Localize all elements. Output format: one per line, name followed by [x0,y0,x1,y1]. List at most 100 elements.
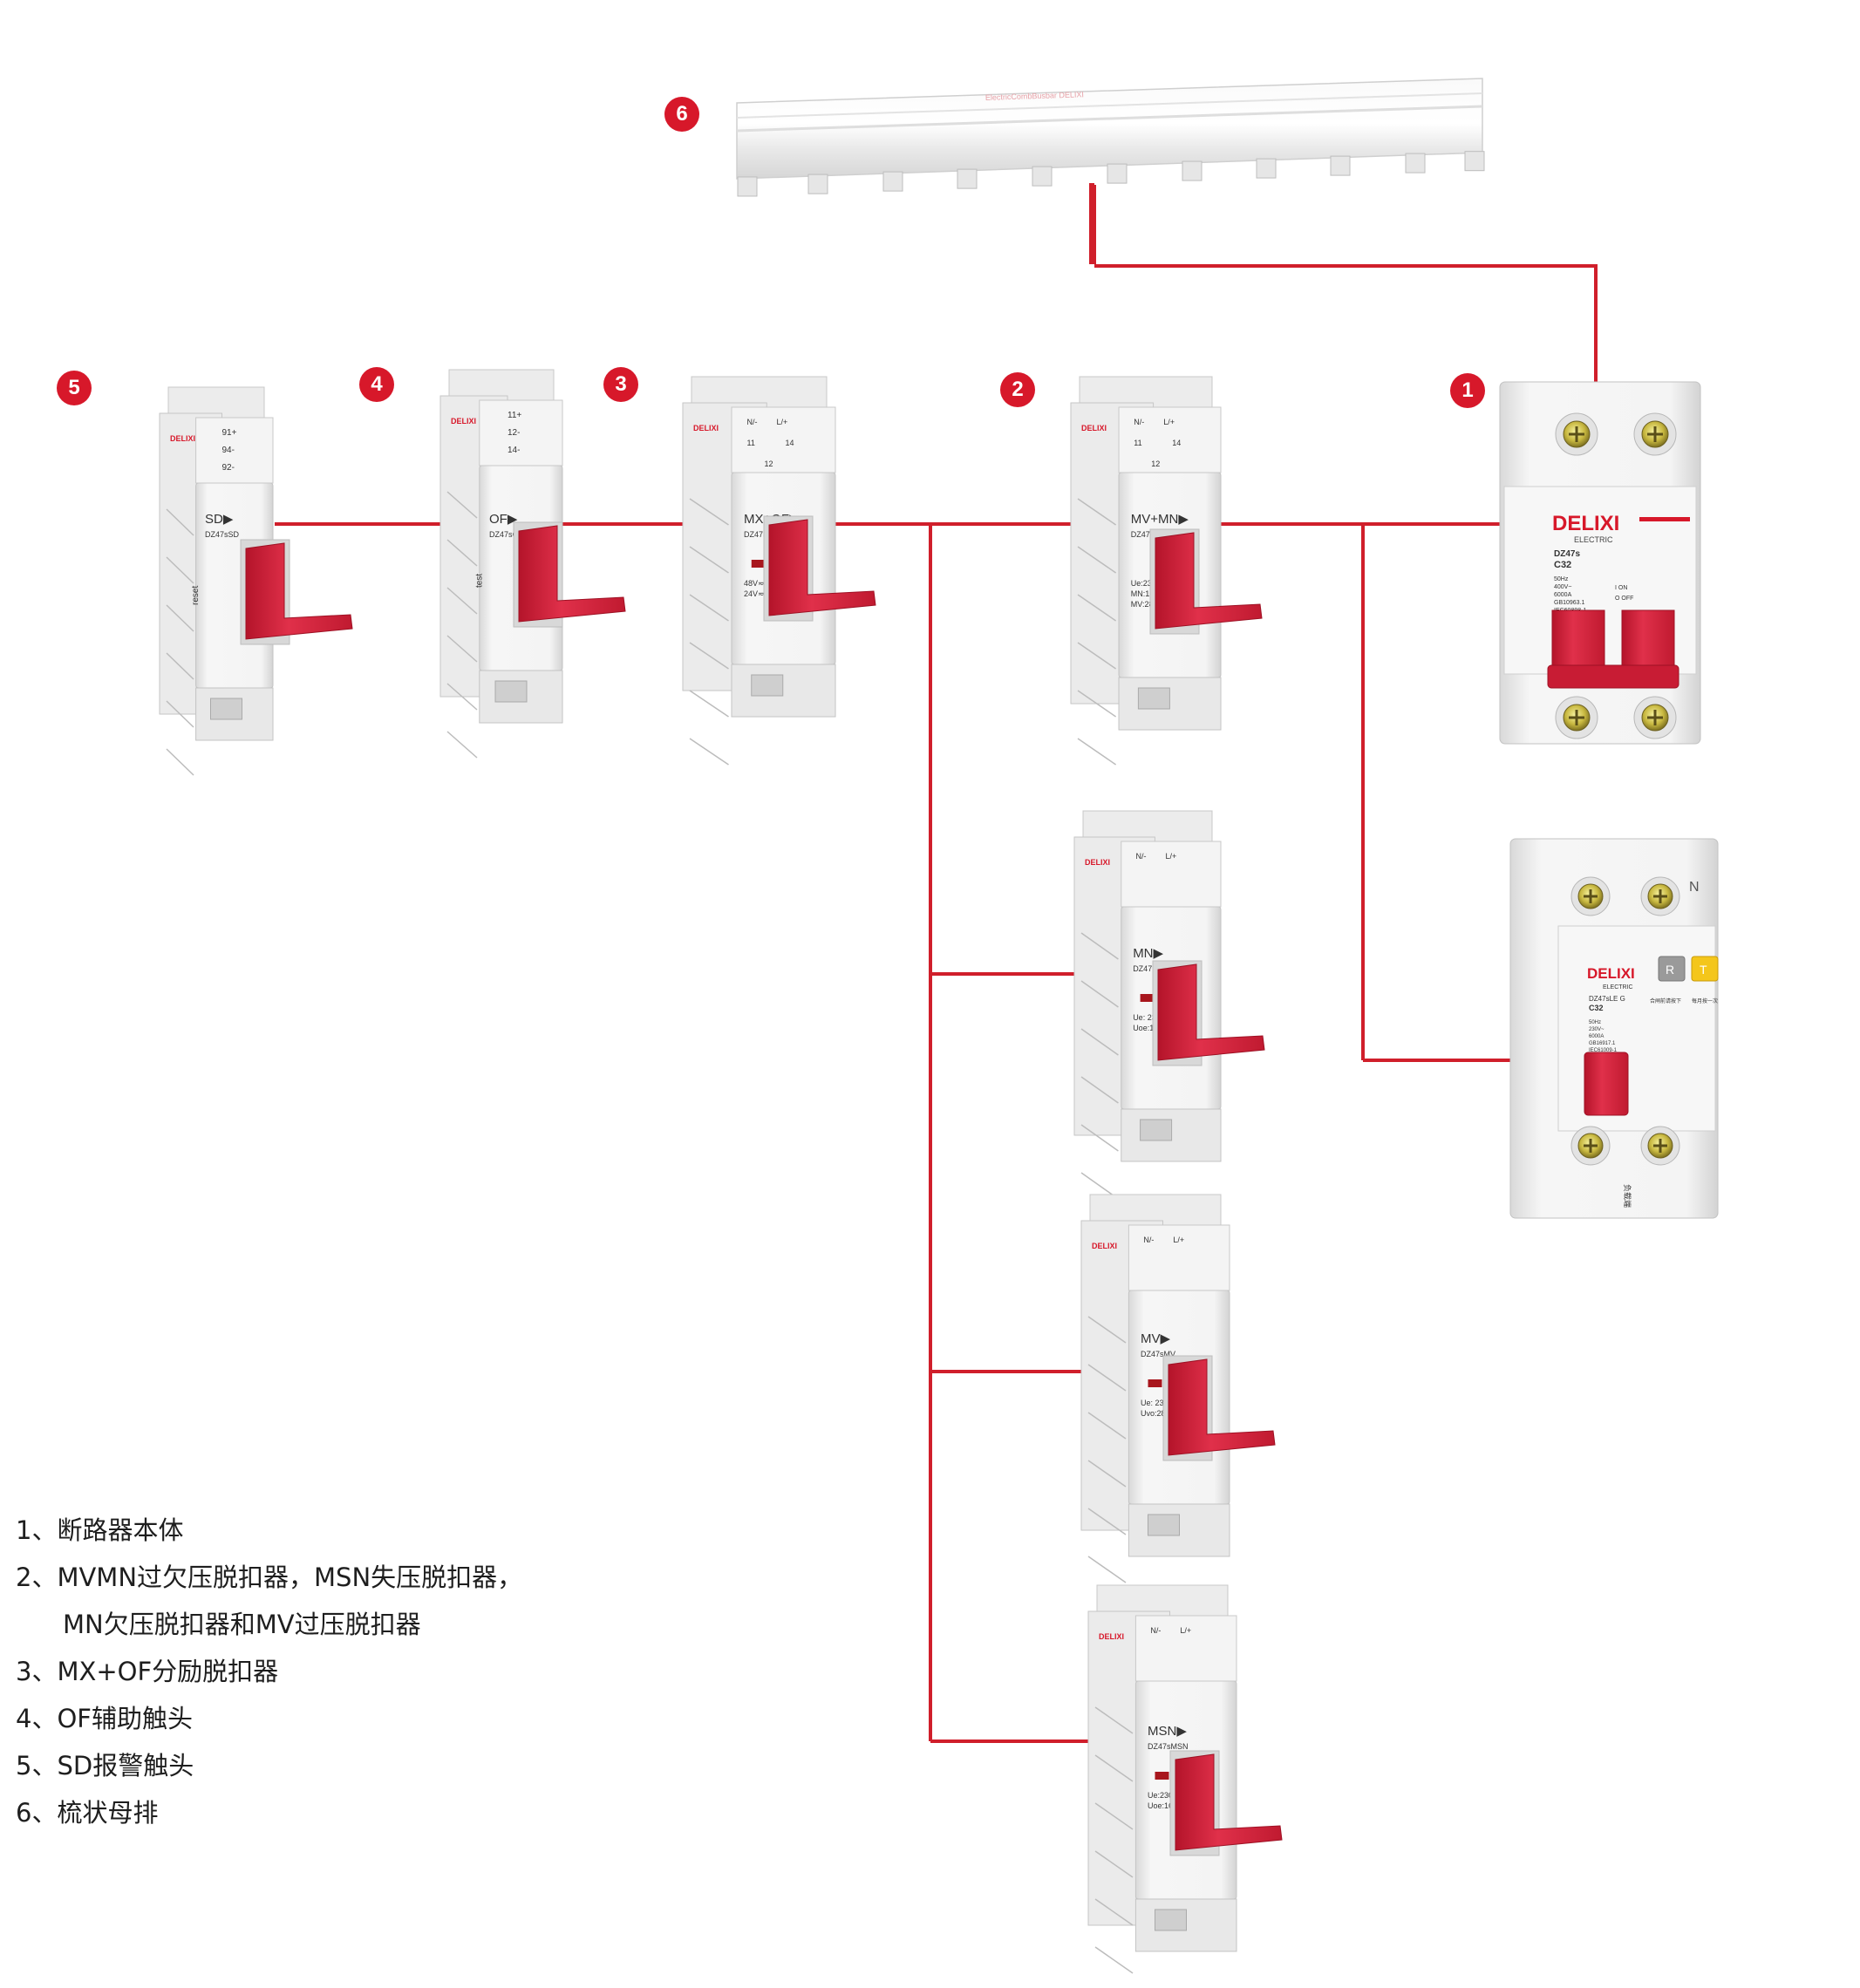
mn-brand: DELIXI [1085,858,1110,867]
mxof-mold-line [689,642,729,670]
mxof-terminal-0: N/- [747,418,758,426]
mvmn-terminal-area [1118,406,1222,473]
msn-model: DZ47sMSN [1148,1742,1189,1751]
sd-mold-line [166,748,194,776]
mvmn-label: MV+MN▶ [1131,512,1189,527]
mcb-screw-cross [1647,710,1663,725]
mn-mold-line [1080,1124,1119,1152]
mvmn-mold-line [1077,498,1117,526]
msn-brand: DELIXI [1099,1632,1124,1641]
of-label: OF▶ [489,512,518,527]
mv-spec1: Ue: 230V [1141,1399,1174,1407]
mxof-terminal-area [731,406,836,473]
device-mvmn: DELIXIMV+MN▶DZ47sMVMNN/-L/+111412Ue:230V… [1070,376,1263,766]
legend-item-2: 2、MVMN过欠压脱扣器，MSN失压脱扣器， [16,1562,523,1592]
sd-mold-line [166,604,194,632]
busbar-tooth-2 [807,174,828,194]
of-mold-line [446,731,478,759]
sd-red-handle [245,542,353,640]
mvmn-terminal-1: L/+ [1163,418,1175,426]
rcbo-screw-cross [1584,889,1598,903]
badge-5: 5 [57,371,92,405]
mcb-handle-bar [1547,664,1679,689]
mn-red-handle [1157,963,1265,1061]
of-mold-line [446,491,478,519]
msn-mold-line [1094,1850,1134,1878]
mvmn-terminal-0: N/- [1134,418,1144,426]
mn-indicator-led [1140,994,1155,1002]
mv-terminal-1: L/+ [1173,1236,1184,1244]
of-bottom-screw [494,680,528,703]
busbar-tooth-5 [1032,166,1053,187]
sd-mold-line [166,556,194,584]
mvmn-red-handle [1155,532,1263,630]
rcbo-test-button [1691,956,1719,982]
msn-spec1: Ue:230V [1148,1791,1178,1800]
connection-lines [275,183,1598,1743]
msn-terminal-0: N/- [1150,1626,1161,1635]
rcbo-screw-cross [1653,889,1667,903]
mxof-red-handle [768,519,876,616]
rcbo-screw-cross [1584,1139,1598,1153]
mn-mold-line [1080,932,1119,960]
sd-label: SD▶ [205,512,234,527]
mxof-mold-line [689,498,729,526]
rcbo-spec-1: 230V~ [1589,1027,1605,1032]
busbar-tooth-1 [737,176,758,197]
mxof-model: DZ47sMO [744,530,780,539]
sd-brand: DELIXI [170,434,195,443]
rcbo-sub: ELECTRIC [1603,984,1633,991]
mcb-rating: C32 [1554,560,1571,570]
sd-contact-1: 94- [222,446,235,455]
sd-bottom-terminal [195,687,274,741]
busbar-tooth-11 [1464,151,1485,172]
mcb-screw-cross [1569,710,1584,725]
mvmn-mold-line [1077,546,1117,574]
mxof-mold-line [689,546,729,574]
sd-model: DZ47sSD [205,530,240,539]
mxof-terminal-4: 12 [765,460,773,468]
mv-mold-line [1087,1412,1127,1440]
sd-mold-line [166,652,194,680]
rcbo-t-label: T [1700,963,1707,977]
busbar-tooth-7 [1182,160,1203,181]
rcbo-spec-3: GB16917.1 [1589,1041,1616,1046]
line-busbar-horizontal [1094,264,1598,382]
of-mold-line [446,683,478,711]
mcb-model: DZ47s [1554,549,1580,559]
mxof-terminal-2: 11 [747,439,755,447]
of-mold-line [446,587,478,615]
sd-contact-0: 91+ [222,428,237,438]
devices: DELIXISD▶DZ47sSD91+94-92-resetDELIXIOF▶D… [159,369,1719,1974]
mcb-spec-3: GB10963.1 [1554,600,1585,606]
busbar-tooth-4 [957,168,978,189]
mv-brand: DELIXI [1092,1242,1117,1250]
rcbo-spec-0: 50Hz [1589,1020,1601,1025]
rcbo-note2: 每月按一次 [1692,997,1718,1004]
msn-terminal-area [1134,1615,1237,1682]
rcbo-reset-button [1658,956,1686,982]
of-contact-0: 11+ [508,411,521,420]
legend: 1、断路器本体 2、MVMN过欠压脱扣器，MSN失压脱扣器， MN欠压脱扣器和M… [16,1507,522,1836]
mxof-terminal-3: 14 [786,439,794,447]
of-red-handle [518,525,626,623]
mv-model: DZ47sMV [1141,1350,1175,1358]
mn-mold-line [1080,980,1119,1008]
mv-bottom-screw [1148,1514,1180,1536]
mcb-off-label: O OFF [1615,596,1633,602]
msn-mold-line [1094,1946,1134,1974]
msn-red-handle [1175,1753,1283,1851]
of-brand: DELIXI [451,417,476,426]
mv-indicator-led [1148,1379,1162,1387]
legend-item-1: 1、断路器本体 [16,1515,184,1545]
mcb-spec-0: 50Hz [1554,576,1569,582]
mn-mold-line [1080,1028,1119,1056]
mn-mold-line [1080,1076,1119,1104]
mv-mold-line [1087,1556,1127,1583]
rcbo-handle [1584,1052,1629,1116]
busbar-tooth-9 [1330,155,1351,176]
mcb-screw-cross [1647,426,1663,442]
